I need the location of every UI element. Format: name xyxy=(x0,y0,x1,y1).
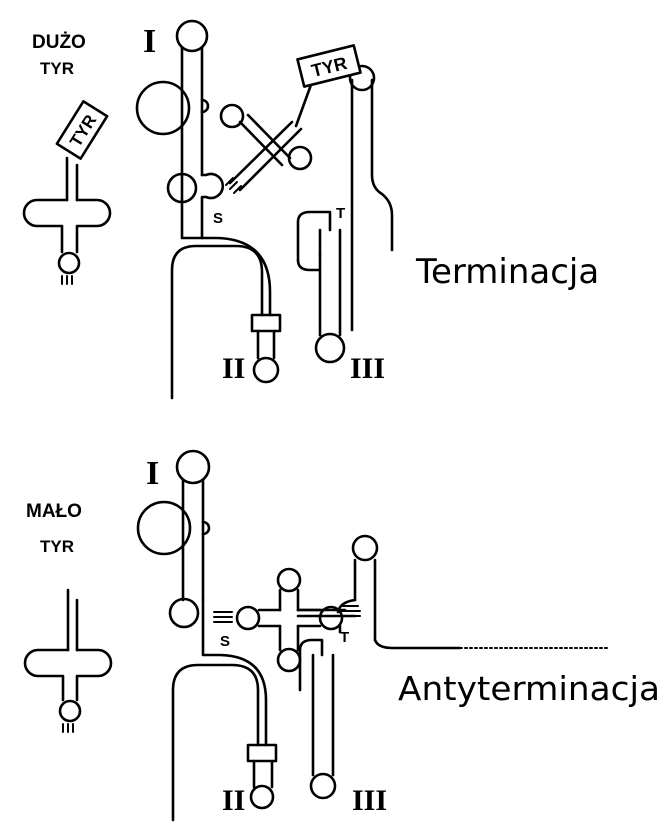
top-numeral-III: III xyxy=(350,352,385,385)
bottom-numeral-I: I xyxy=(146,455,159,492)
top-site-t: T xyxy=(336,205,345,222)
top-condition-line2: TYR xyxy=(40,59,74,78)
bottom-site-t: T xyxy=(340,629,349,646)
bottom-condition-line1: MAŁO xyxy=(26,501,82,522)
bottom-docked-trna xyxy=(214,569,608,671)
bottom-free-trna xyxy=(25,590,111,732)
top-site-s: S xyxy=(213,210,223,227)
bottom-numeral-III: III xyxy=(352,784,387,817)
top-panel: DUŻO TYR TYR xyxy=(24,21,599,398)
bottom-site-s: S xyxy=(220,633,230,650)
top-free-trna: TYR xyxy=(24,101,110,284)
top-condition-line1: DUŻO xyxy=(32,32,86,53)
top-numeral-II: II xyxy=(222,352,245,385)
bottom-numeral-II: II xyxy=(222,784,245,817)
top-outcome-label: Terminacja xyxy=(415,252,599,292)
top-leader-rna xyxy=(137,21,392,398)
bottom-outcome-label: Antyterminacja xyxy=(398,669,660,708)
top-numeral-I: I xyxy=(143,23,156,60)
top-bound-trna: TYR xyxy=(221,45,361,193)
bottom-panel: MAŁO TYR xyxy=(25,451,660,820)
bottom-condition-line2: TYR xyxy=(40,537,74,556)
